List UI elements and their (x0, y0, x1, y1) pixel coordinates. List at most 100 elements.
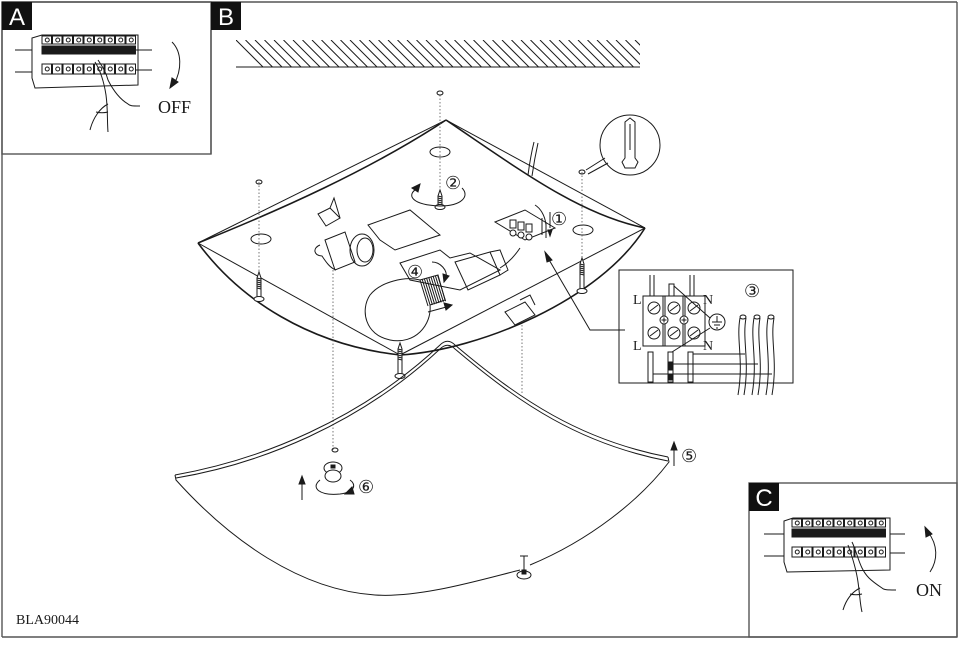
breaker-switch (104, 45, 115, 55)
panel-a-action: OFF (158, 97, 191, 117)
hatch-line (549, 40, 577, 67)
hatch-line (634, 40, 640, 46)
breaker-switch (62, 45, 73, 55)
breaker-terminal-bottom (854, 546, 865, 558)
hatch-line (368, 40, 397, 67)
hatch-line (530, 40, 558, 67)
panel-c-action: ON (916, 580, 942, 600)
breaker-terminal-bottom (41, 63, 52, 75)
breaker-terminal-bottom (83, 63, 94, 75)
hatch-line (378, 40, 406, 67)
screw-icon (253, 270, 265, 302)
breaker-terminal-top (83, 35, 94, 45)
hatch-line (501, 40, 530, 67)
hatch-line (568, 40, 596, 67)
hatch-line (463, 40, 492, 67)
earth-symbol-icon (708, 313, 726, 331)
breaker-terminal-top (104, 35, 115, 45)
screw-icon (394, 341, 406, 379)
breaker-terminal-bottom (823, 546, 834, 558)
breaker-switch (865, 528, 876, 538)
breaker-switch (83, 45, 94, 55)
hatch-line (321, 40, 349, 67)
hatch-line (435, 40, 463, 67)
hatch-line (520, 40, 549, 67)
panel-a-label-box (2, 2, 32, 30)
breaker-terminal-bottom (125, 63, 136, 75)
terminal-label-n-bottom: N (703, 339, 713, 354)
hatch-line (387, 40, 416, 67)
breaker-terminal-top (41, 35, 52, 45)
breaker-switch (802, 528, 813, 538)
breaker-switch (844, 528, 855, 538)
panel-b-label-box (211, 2, 241, 30)
breaker-terminal-bottom (104, 63, 115, 75)
hatch-line (664, 40, 691, 67)
wall-plug-icon (621, 117, 639, 169)
model-code: BLA90044 (16, 613, 79, 628)
panel-a-label: A (9, 4, 25, 31)
breaker-terminal-top (812, 518, 823, 528)
ceiling-base-plate (197, 119, 646, 356)
hatch-line (444, 40, 473, 67)
hatch-line (625, 40, 640, 56)
breaker-terminal-top (73, 35, 84, 45)
breaker-switch (125, 45, 136, 55)
hatch-line (654, 40, 681, 67)
hatch-line (236, 40, 264, 67)
breaker-terminal-top (802, 518, 813, 528)
hatch-line (406, 40, 435, 67)
hatch-line (558, 40, 587, 67)
breaker-switch (115, 45, 126, 55)
breaker-switch (875, 528, 886, 538)
breaker-switch (812, 528, 823, 538)
terminal-label-l-top: L (633, 293, 642, 308)
breaker-terminal-bottom (833, 546, 844, 558)
step-4-label: ④ (407, 262, 423, 282)
mains-cable-icon (737, 314, 747, 396)
wall-plug-callout (585, 114, 661, 176)
wiring-detail: ③ L N L N (618, 269, 794, 396)
mains-cable-icon (765, 314, 775, 396)
breaker-terminal-top (865, 518, 876, 528)
hatch-line (359, 40, 387, 67)
hatch-line (645, 40, 672, 67)
hatch-line (397, 40, 425, 67)
breaker-switch (73, 45, 84, 55)
breaker-switch (791, 528, 802, 538)
breaker-terminal-bottom (62, 63, 73, 75)
hatch-line (416, 40, 444, 67)
panel-b: B (16, 2, 794, 628)
breaker-terminal-bottom (865, 546, 876, 558)
panel-a: A OFF (1, 1, 212, 155)
hatch-line (454, 40, 482, 67)
hatch-line (539, 40, 568, 67)
hatch-line (302, 40, 330, 67)
breaker-switch (854, 528, 865, 538)
glass-diffuser (174, 340, 678, 596)
breaker-terminal-top (833, 518, 844, 528)
breaker-switch (823, 528, 834, 538)
hatch-line (673, 40, 700, 67)
panel-c: C ON (748, 482, 958, 638)
breaker-terminal-top (875, 518, 886, 528)
breaker-terminal-top (115, 35, 126, 45)
hatch-line (473, 40, 501, 67)
breaker-switch (41, 45, 52, 55)
screw-icon (434, 188, 446, 210)
hatch-line (340, 40, 368, 67)
mains-cable-icon (751, 314, 761, 396)
breaker-terminal-top (844, 518, 855, 528)
hatch-line (511, 40, 539, 67)
hatch-line (492, 40, 520, 67)
hatch-line (311, 40, 340, 67)
breaker-terminal-top (854, 518, 865, 528)
hatch-line (283, 40, 311, 67)
panel-c-label-box (749, 483, 779, 511)
breaker-terminal-top (94, 35, 105, 45)
breaker-switch (94, 45, 105, 55)
breaker-terminal-top (791, 518, 802, 528)
breaker-terminal-bottom (802, 546, 813, 558)
